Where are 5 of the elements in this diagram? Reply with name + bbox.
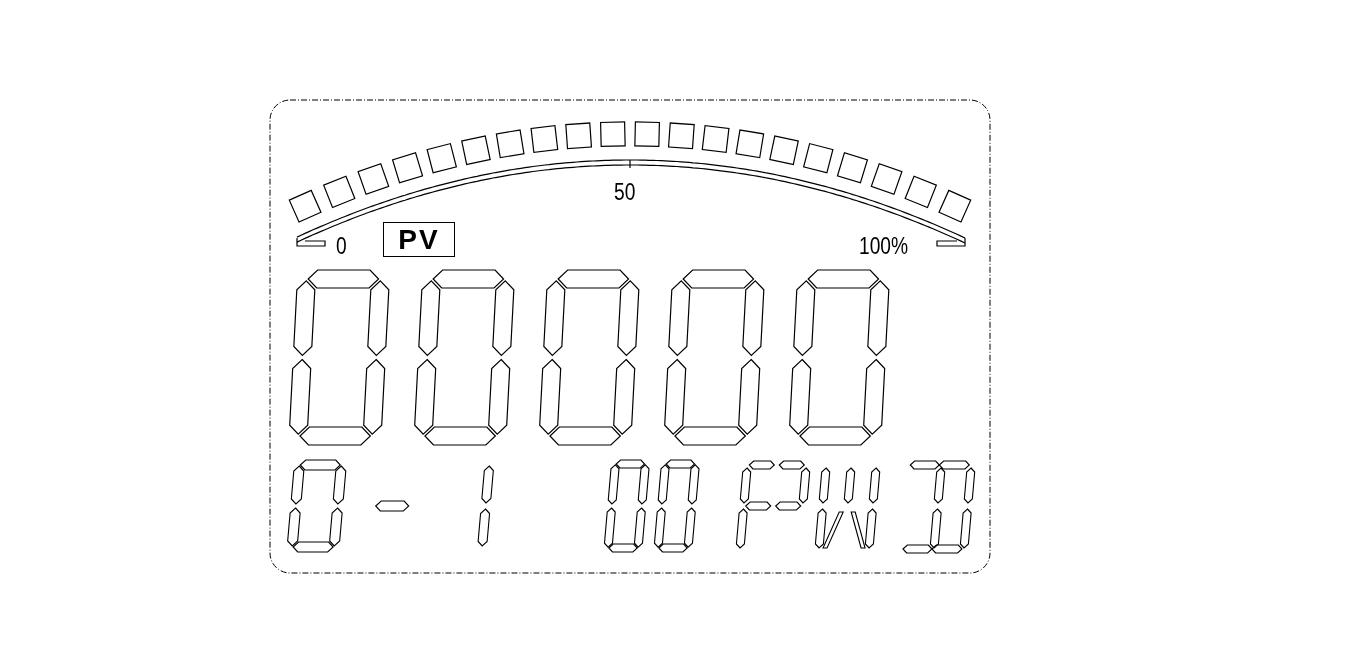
indicator-box [383, 222, 455, 257]
scale-label: 50 [614, 179, 636, 205]
scale-label: 0 [336, 233, 347, 259]
scale-label: 100% [859, 233, 909, 259]
indicator-label: PV [398, 224, 440, 255]
